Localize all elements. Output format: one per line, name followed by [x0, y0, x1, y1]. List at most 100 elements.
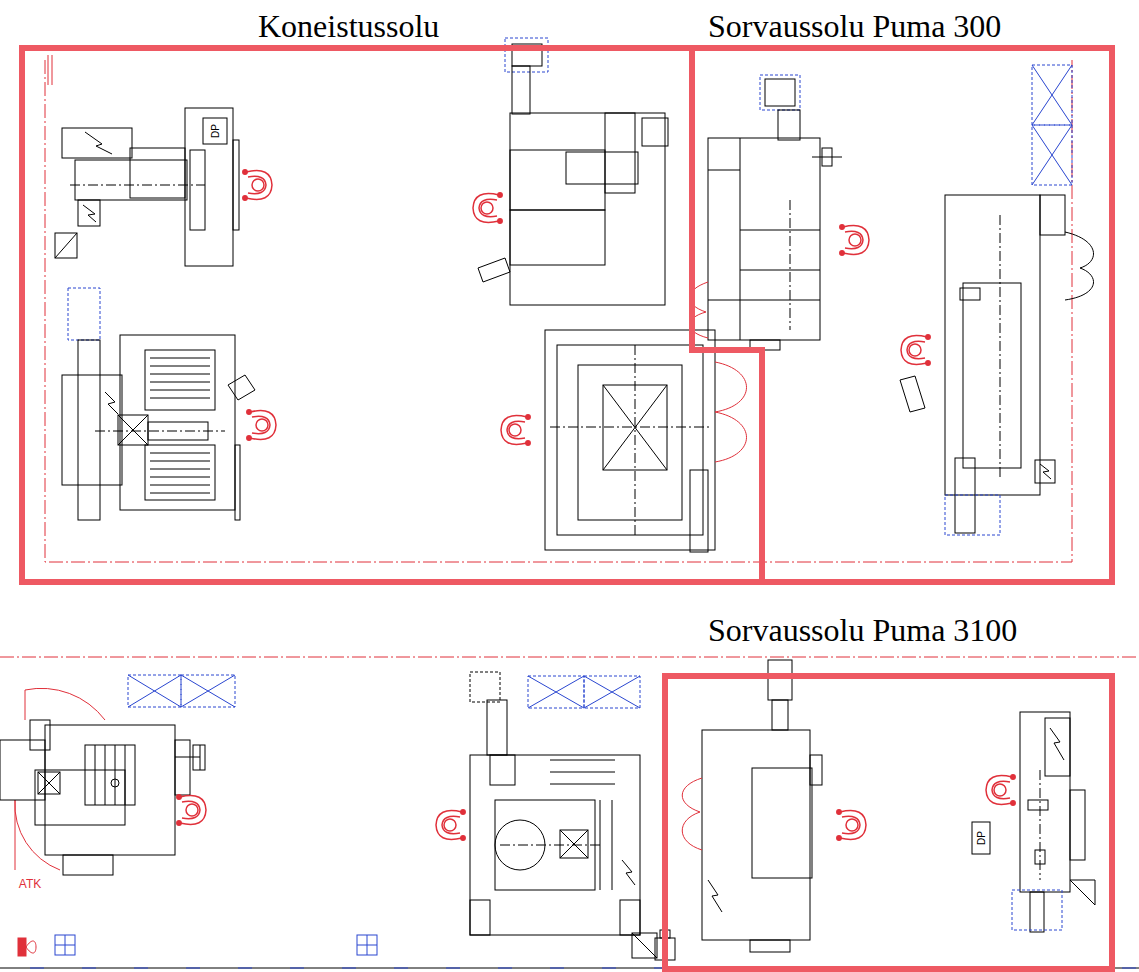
cell-border [22, 48, 762, 582]
machining-center [68, 288, 100, 340]
machining-center [690, 470, 708, 552]
machining-center [584, 676, 640, 708]
machining-center [130, 148, 185, 198]
floor-symbol [55, 935, 75, 955]
floor-symbol [18, 930, 675, 960]
machining-center [500, 845, 600, 846]
machining-center [470, 900, 490, 935]
machining-center [181, 675, 235, 707]
lathe [1032, 125, 1072, 185]
lathe [1040, 464, 1051, 479]
operator-symbol [436, 810, 465, 840]
cell-outline [689, 45, 1115, 585]
lathe [690, 75, 842, 350]
machining-center [55, 233, 77, 258]
machining-center [105, 392, 118, 414]
machining-center [83, 205, 96, 222]
machining-center [185, 108, 233, 266]
cell-title: Sorvaussolu Puma 3100 [708, 612, 1017, 648]
machining-center [528, 676, 584, 708]
machining-center [128, 675, 181, 707]
machining-center [490, 755, 515, 785]
machining-center [145, 445, 215, 500]
machining-center [470, 672, 500, 702]
machining-center [642, 118, 668, 146]
operator-symbol [473, 193, 502, 223]
lathe [1032, 65, 1072, 125]
machining-center [557, 345, 703, 535]
machining-center [38, 772, 60, 794]
operator-symbol [840, 225, 869, 255]
machining-center [605, 113, 635, 193]
lathe [972, 712, 1095, 932]
machining-center [62, 375, 122, 485]
boundary-line [45, 60, 1072, 562]
machining-center [190, 150, 205, 230]
machining-center [545, 330, 747, 552]
machining-center [45, 725, 175, 855]
machining-center [55, 233, 77, 258]
floor-symbol [357, 935, 377, 955]
lathe [708, 880, 722, 912]
machining-center [228, 375, 255, 400]
machining-center [470, 755, 640, 935]
lathe [682, 660, 822, 952]
floor-symbol [18, 938, 26, 956]
cell-outline [662, 673, 1115, 972]
boundary-line [0, 55, 1139, 968]
machining-center [145, 350, 215, 410]
cell-outline [19, 45, 765, 585]
machining-center [118, 415, 148, 445]
lathe [963, 283, 1021, 468]
machining-center [175, 740, 190, 795]
lathe [1028, 800, 1048, 810]
lathe [760, 75, 800, 110]
machining-center [478, 38, 668, 305]
machining-center [0, 675, 235, 875]
machining-center [85, 745, 135, 805]
machining-center [510, 210, 605, 265]
operator-symbol [901, 335, 930, 365]
boundary-line [0, 657, 1139, 658]
machining-center [62, 288, 255, 520]
lathe [945, 195, 1040, 495]
machining-center [620, 900, 640, 935]
machining-center [62, 128, 132, 158]
lathe [702, 730, 810, 940]
lathe [812, 157, 842, 158]
lathe [682, 778, 702, 850]
machining-center [505, 38, 548, 72]
lathe [1035, 850, 1045, 864]
machining-center [233, 140, 239, 230]
lathe [752, 768, 812, 878]
machining-center [15, 800, 60, 870]
machining-center [78, 200, 100, 226]
machining-center [487, 700, 507, 755]
machining-center [78, 340, 100, 520]
floor-symbol [632, 933, 657, 958]
floor-symbol [632, 933, 657, 958]
lathe [972, 822, 990, 854]
operator-symbol [177, 170, 1015, 840]
machining-center [715, 362, 747, 462]
cell-title: Sorvaussolu Puma 300 [708, 8, 1001, 44]
lathe [768, 660, 792, 700]
lathe [1070, 880, 1095, 905]
lathe [790, 200, 791, 330]
cell-area: Koneistussolu [19, 45, 765, 585]
machining-center [63, 855, 113, 875]
cell-border [692, 48, 1112, 582]
panel-mark: DP [976, 831, 987, 845]
cell-border [665, 676, 1112, 969]
cell-area: Sorvaussolu Puma 3100 [662, 673, 1115, 972]
machining-center [55, 108, 239, 266]
lathe [900, 376, 925, 412]
lathe [945, 495, 1000, 535]
operator-symbol [247, 410, 276, 440]
machining-center [120, 335, 235, 510]
lathe [1035, 460, 1055, 483]
lathe [708, 138, 820, 340]
operator-symbol [501, 415, 530, 445]
